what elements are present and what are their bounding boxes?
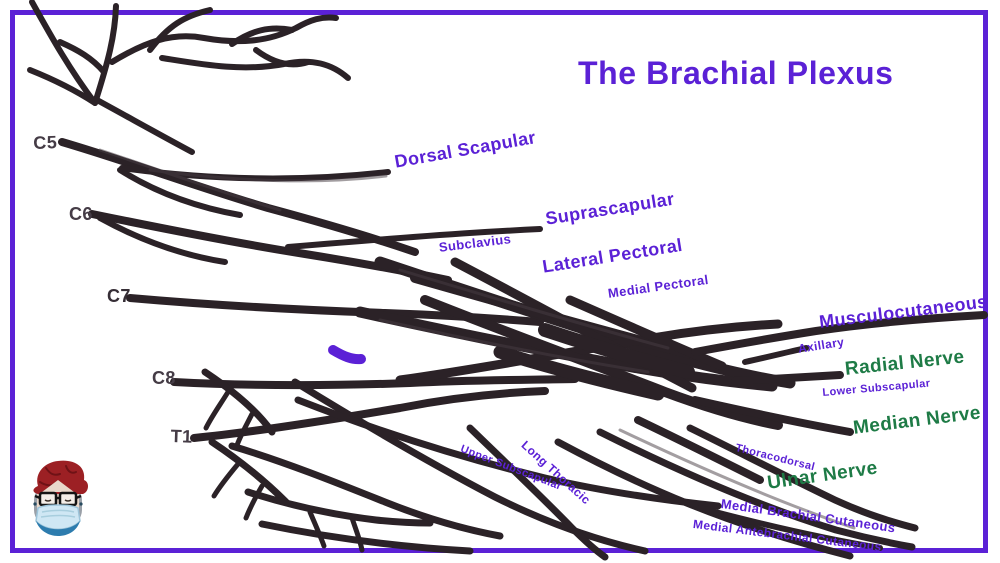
root-label-c7: C7 <box>107 286 131 306</box>
small-purple-scribble <box>328 345 366 365</box>
lower-branches <box>201 368 883 561</box>
root-label-t1: T1 <box>170 426 193 447</box>
avatar-surgical-mask <box>33 502 83 536</box>
root-label-c5: C5 <box>33 132 58 153</box>
avatar-forehead <box>42 480 74 492</box>
cervical-scribbles <box>27 0 351 155</box>
terminal-branches <box>554 311 988 560</box>
sketch-texture <box>98 148 856 530</box>
masked-artist-avatar-icon <box>33 460 89 536</box>
purple-border-frame <box>10 10 988 553</box>
nerve-ink-lines <box>27 0 988 561</box>
root-label-c8: C8 <box>152 368 176 388</box>
page-title: The Brachial Plexus <box>578 55 894 91</box>
root-label-c6: C6 <box>69 204 93 224</box>
